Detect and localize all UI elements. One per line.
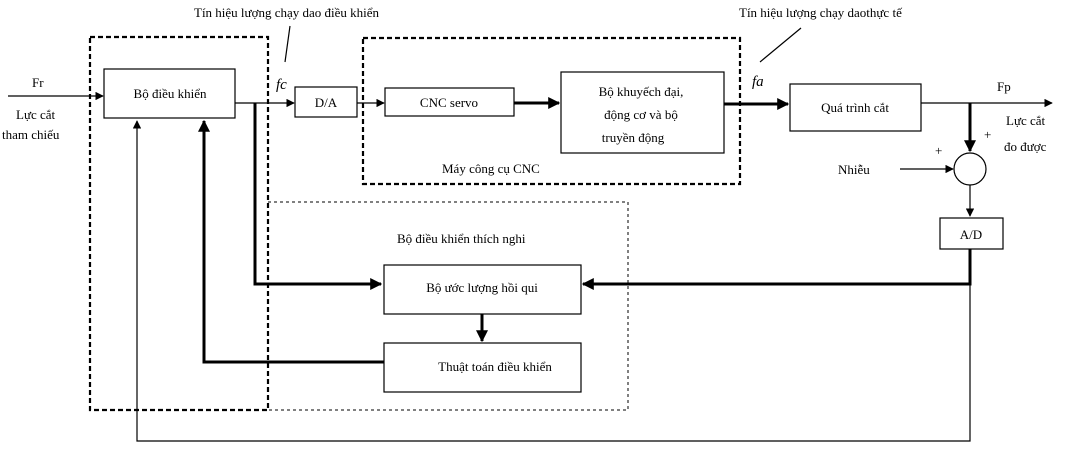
cnc-machine-label: Máy công cụ CNC xyxy=(442,161,540,176)
fa-signal-label: fa xyxy=(752,74,764,90)
adaptive-controller-label: Bộ điều khiển thích nghi xyxy=(397,231,526,246)
summing-junction xyxy=(953,152,987,186)
sum-sign-output: + xyxy=(984,127,991,142)
amplifier-label-line1: Bộ khuyếch đại, xyxy=(599,84,684,99)
measured-symbol: Fp xyxy=(997,79,1011,94)
reference-label-line1: Lực cắt xyxy=(16,107,56,122)
algorithm-to-controller-line xyxy=(198,119,384,364)
amplifier-block xyxy=(560,71,725,154)
controller-label: Bộ điều khiển xyxy=(134,86,207,101)
actual-feed-pointer xyxy=(759,27,802,63)
regression-estimator-block xyxy=(383,264,582,315)
command-feed-pointer xyxy=(284,25,291,63)
controller-block xyxy=(103,68,236,119)
cutting-process-label: Quá trình cắt xyxy=(821,100,889,115)
fc-signal-label: fc xyxy=(276,77,287,93)
command-feed-annotation: Tín hiệu lượng chạy dao điều khiển xyxy=(194,5,380,20)
adaptive-controller-frame xyxy=(268,201,629,411)
cutting-process-block xyxy=(789,83,922,132)
cnc-machine-frame xyxy=(361,36,742,186)
cnc-servo-label: CNC servo xyxy=(420,95,478,110)
amplifier-label-line2: động cơ và bộ xyxy=(604,107,678,122)
disturbance-label: Nhiễu xyxy=(838,162,870,177)
control-algorithm-label: Thuật toán điều khiển xyxy=(438,359,552,374)
da-label: D/A xyxy=(315,95,338,110)
control-algorithm-block xyxy=(383,342,582,393)
reference-label-line2: tham chiếu xyxy=(2,127,60,142)
measured-label-line2: đo được xyxy=(1004,139,1047,154)
feedback-loop-line xyxy=(132,120,971,442)
ad-to-estimator-line xyxy=(581,249,972,290)
controller-group-frame xyxy=(88,35,270,412)
sum-sign-disturbance: + xyxy=(935,143,942,158)
reference-symbol: Fr xyxy=(32,75,44,90)
measured-label-line1: Lực cắt xyxy=(1006,113,1046,128)
fc-to-estimator-line xyxy=(253,103,383,290)
regression-estimator-label: Bộ ước lượng hồi qui xyxy=(426,280,538,295)
amplifier-label-line3: truyền động xyxy=(602,130,665,145)
actual-feed-annotation: Tín hiệu lượng chạy daothực tế xyxy=(739,5,903,20)
ad-label: A/D xyxy=(960,227,982,242)
da-block xyxy=(294,86,358,118)
